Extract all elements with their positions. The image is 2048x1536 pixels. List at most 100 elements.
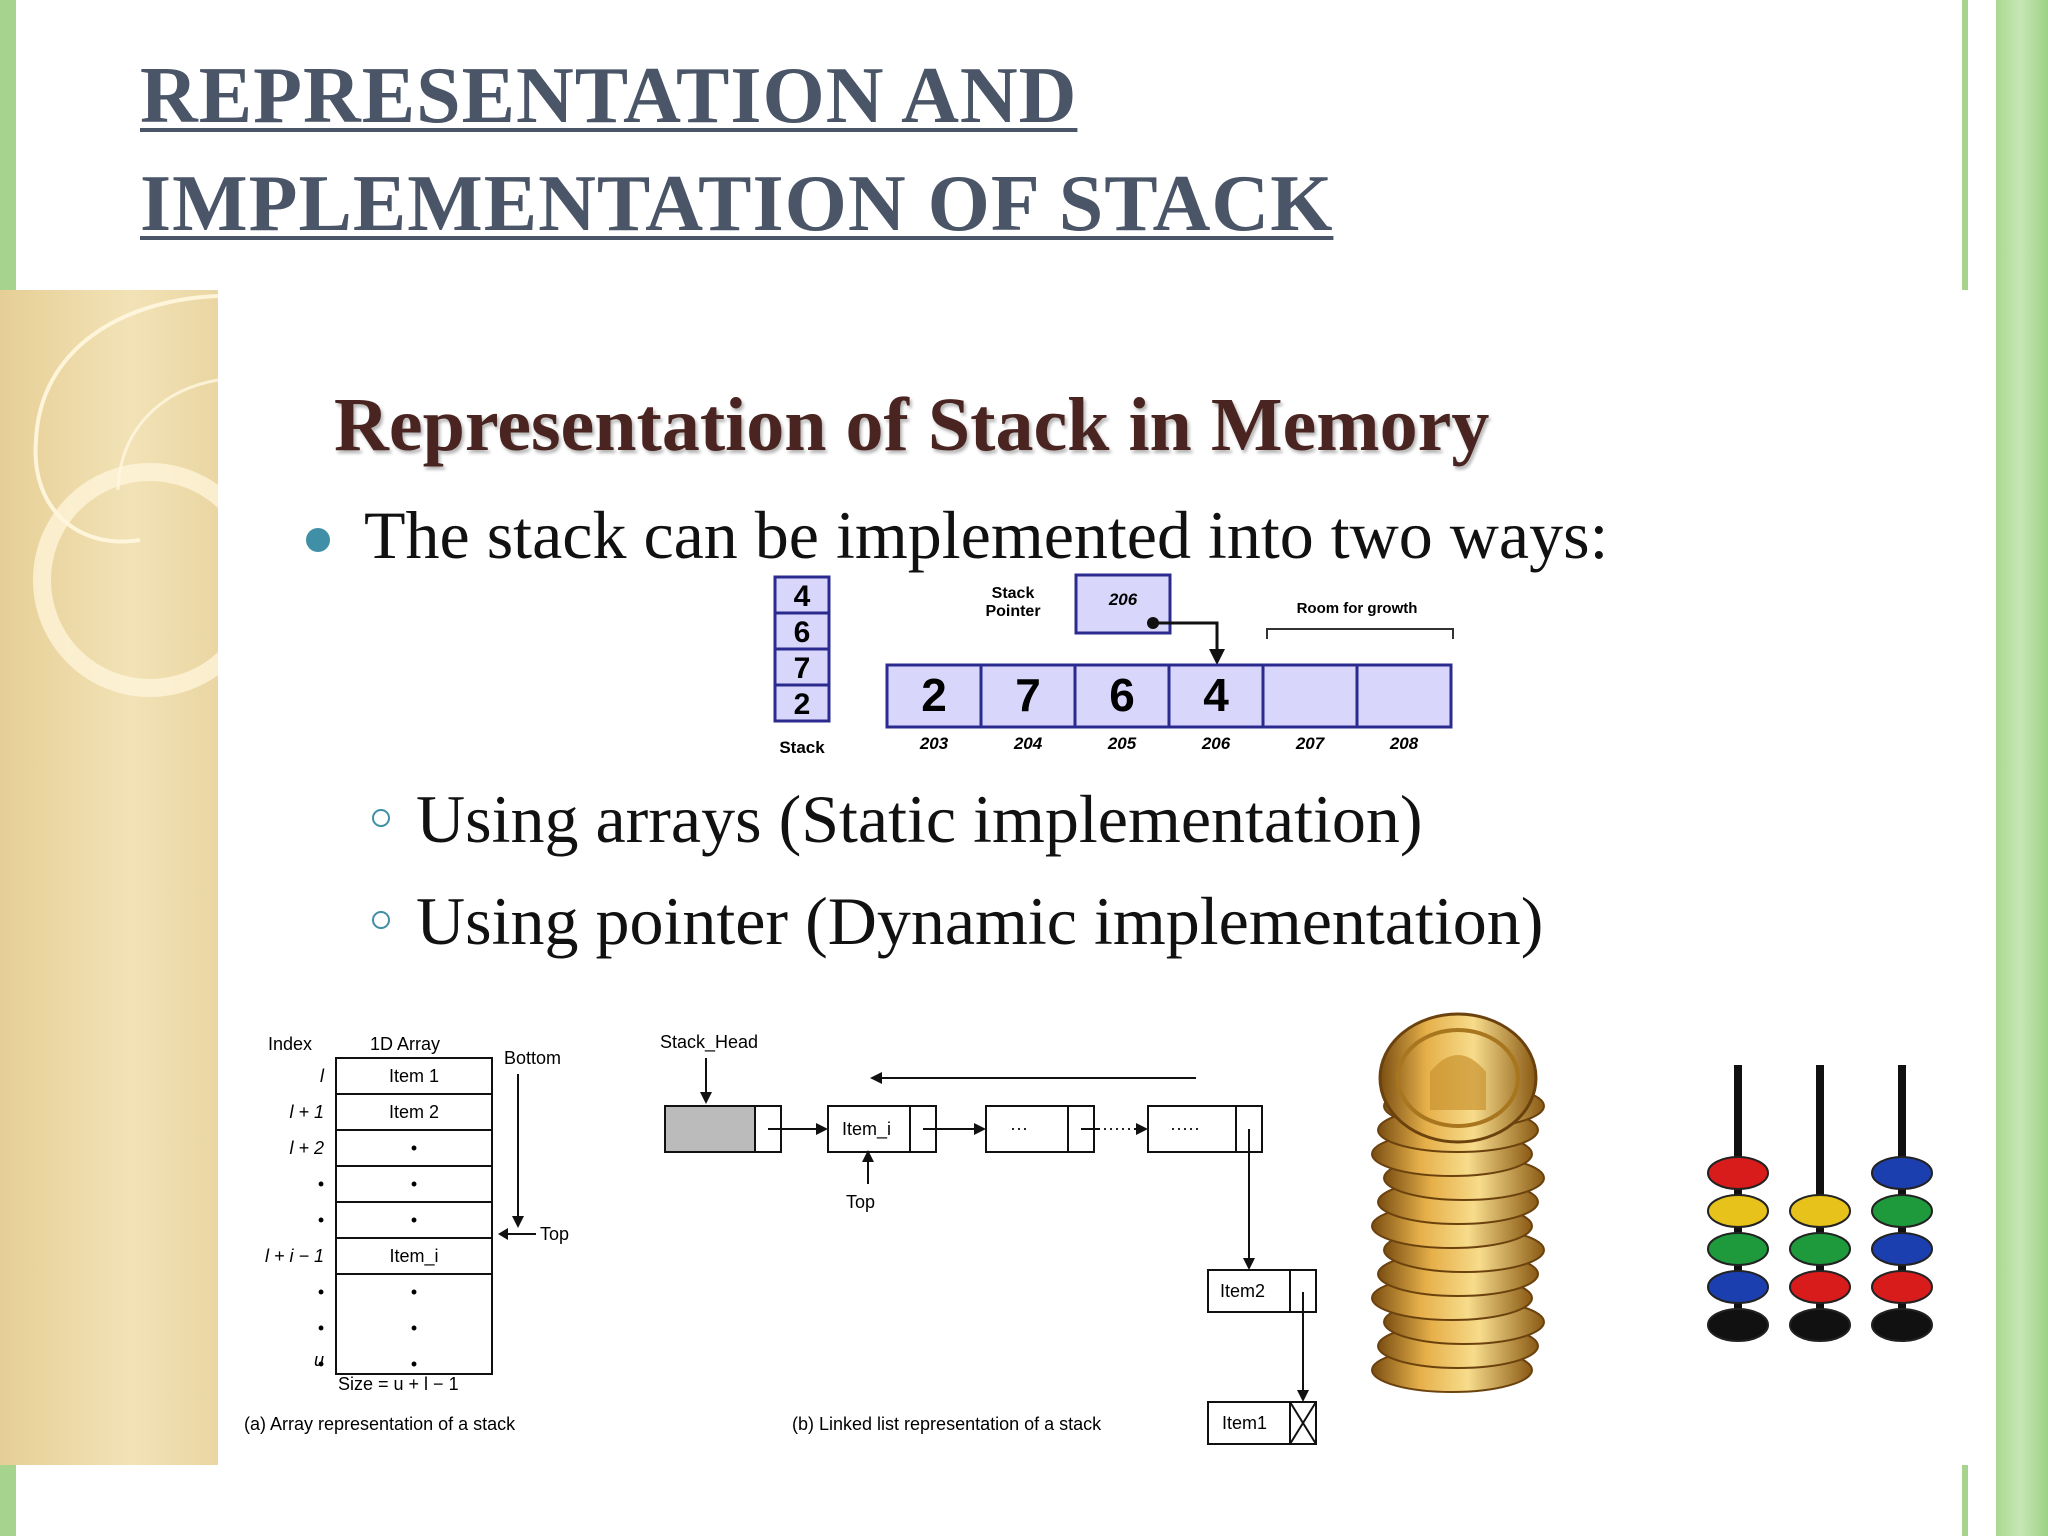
top-label: Top: [540, 1224, 569, 1244]
node-middle: [985, 1105, 1069, 1153]
stack-value: 7: [794, 652, 811, 685]
ring: [1707, 1156, 1769, 1190]
array-index: l + 2: [289, 1138, 324, 1158]
pointer-value: 206: [1108, 590, 1138, 609]
ring: [1871, 1270, 1933, 1304]
array-cell-label: •: [411, 1282, 417, 1302]
ring: [1707, 1232, 1769, 1266]
ring: [1789, 1232, 1851, 1266]
growth-bracket: [1266, 628, 1454, 639]
node-item-i-label: Item_i: [842, 1119, 891, 1140]
array-index: •: [318, 1282, 324, 1302]
arrowhead: [700, 1092, 712, 1104]
array-index: •: [318, 1354, 324, 1374]
vertical-stack: 4 6 7 2 Stack: [773, 575, 831, 757]
memory-cell: [1073, 663, 1171, 729]
pointer-arrow: [1153, 621, 1219, 651]
bottom-label: Bottom: [504, 1048, 561, 1068]
node-dots: ···: [1010, 1118, 1028, 1138]
memory-address: 204: [1013, 734, 1043, 753]
sub-item-label: Using pointer (Dynamic implementation): [416, 883, 1544, 959]
ring: [1707, 1270, 1769, 1304]
memory-cell: [979, 663, 1077, 729]
sub-item-arrays: Using arrays (Static implementation): [372, 780, 1423, 859]
memory-address: 205: [1107, 734, 1137, 753]
node-item-i: [827, 1105, 911, 1153]
array-cell-label: •: [411, 1210, 417, 1230]
array-cell: [335, 1165, 493, 1203]
array-caption: (a) Array representation of a stack: [244, 1414, 516, 1434]
chain-dots: ·····: [1102, 1118, 1132, 1138]
ring: [1707, 1308, 1769, 1342]
array-index: u: [314, 1350, 324, 1370]
memory-cell-value: 7: [1015, 669, 1041, 721]
array-cell-label: Item 2: [389, 1102, 439, 1122]
stack-label: Stack: [779, 738, 825, 757]
memory-cell-value: 6: [1109, 669, 1135, 721]
node-last: [1147, 1105, 1237, 1153]
linked-list-representation: Stack_Head Item_i ··· ····· ·····: [660, 1032, 1317, 1445]
index-header: Index: [268, 1034, 312, 1054]
array-index: l + 1: [289, 1102, 324, 1122]
memory-cell: [885, 663, 983, 729]
memory-cell-value: 4: [1203, 669, 1229, 721]
pointer-box: [1074, 573, 1172, 635]
sub-item-label: Using arrays (Static implementation): [416, 781, 1423, 857]
array-header: 1D Array: [370, 1034, 440, 1054]
ring: [1707, 1194, 1769, 1228]
arrowhead: [512, 1216, 524, 1228]
array-cell: [335, 1201, 493, 1239]
array-cell-label: •: [411, 1318, 417, 1338]
right-accent-band: [1986, 0, 2048, 1536]
memory-cell-value: 2: [921, 669, 947, 721]
ring: [1871, 1156, 1933, 1190]
array-index: •: [318, 1174, 324, 1194]
slide-image: Representation of Stack in Memory The st…: [0, 290, 1980, 1465]
size-label: Size = u + l − 1: [338, 1374, 459, 1394]
ring: [1789, 1270, 1851, 1304]
pointer-arrowhead: [1209, 649, 1225, 665]
bullet-dot: [306, 528, 330, 552]
array-cell-label: Item_i: [389, 1246, 438, 1267]
array-cell: [335, 1129, 493, 1167]
memory-cell: [1355, 663, 1453, 729]
array-index: l: [320, 1066, 325, 1086]
memory-address: 203: [919, 734, 949, 753]
memory-address: 206: [1201, 734, 1231, 753]
array-index: •: [318, 1210, 324, 1230]
ring: [1871, 1194, 1933, 1228]
ring: [1871, 1308, 1933, 1342]
ring: [1871, 1232, 1933, 1266]
bullet-text: The stack can be implemented into two wa…: [364, 497, 1609, 573]
pointer-label: Stack: [992, 585, 1035, 602]
array-cell: [335, 1237, 493, 1275]
stack-value: 2: [794, 688, 811, 721]
array-index: l + i − 1: [265, 1246, 324, 1266]
page-title-line2: IMPLEMENTATION OF STACK: [140, 160, 1334, 248]
array-index: •: [318, 1318, 324, 1338]
head-node: [664, 1105, 756, 1153]
stack-memory-diagram: 4 6 7 2 Stack Stack Pointer 206 Room for…: [773, 573, 1454, 757]
stack-value: 6: [794, 616, 811, 649]
memory-address: 208: [1389, 734, 1419, 753]
page-title: REPRESENTATION AND IMPLEMENTATION OF STA…: [140, 42, 1333, 258]
ring-stack-toy-image: [1707, 1065, 1933, 1342]
decorative-swirl: [33, 294, 218, 697]
node-dots2: ·····: [1170, 1118, 1200, 1138]
growth-label: Room for growth: [1297, 600, 1418, 617]
ring: [1789, 1194, 1851, 1228]
node-item1-label: Item1: [1222, 1413, 1267, 1433]
array-cell-label: •: [411, 1174, 417, 1194]
decorative-panel: [0, 290, 218, 1465]
memory-cell: [1261, 663, 1359, 729]
stack-value: 4: [794, 580, 811, 613]
sub-bullet-circle: [372, 911, 390, 930]
pointer-label: Pointer: [985, 603, 1040, 620]
array-cell: [335, 1093, 493, 1131]
array-cell-label: •: [411, 1354, 417, 1374]
stack-head-label: Stack_Head: [660, 1032, 758, 1053]
